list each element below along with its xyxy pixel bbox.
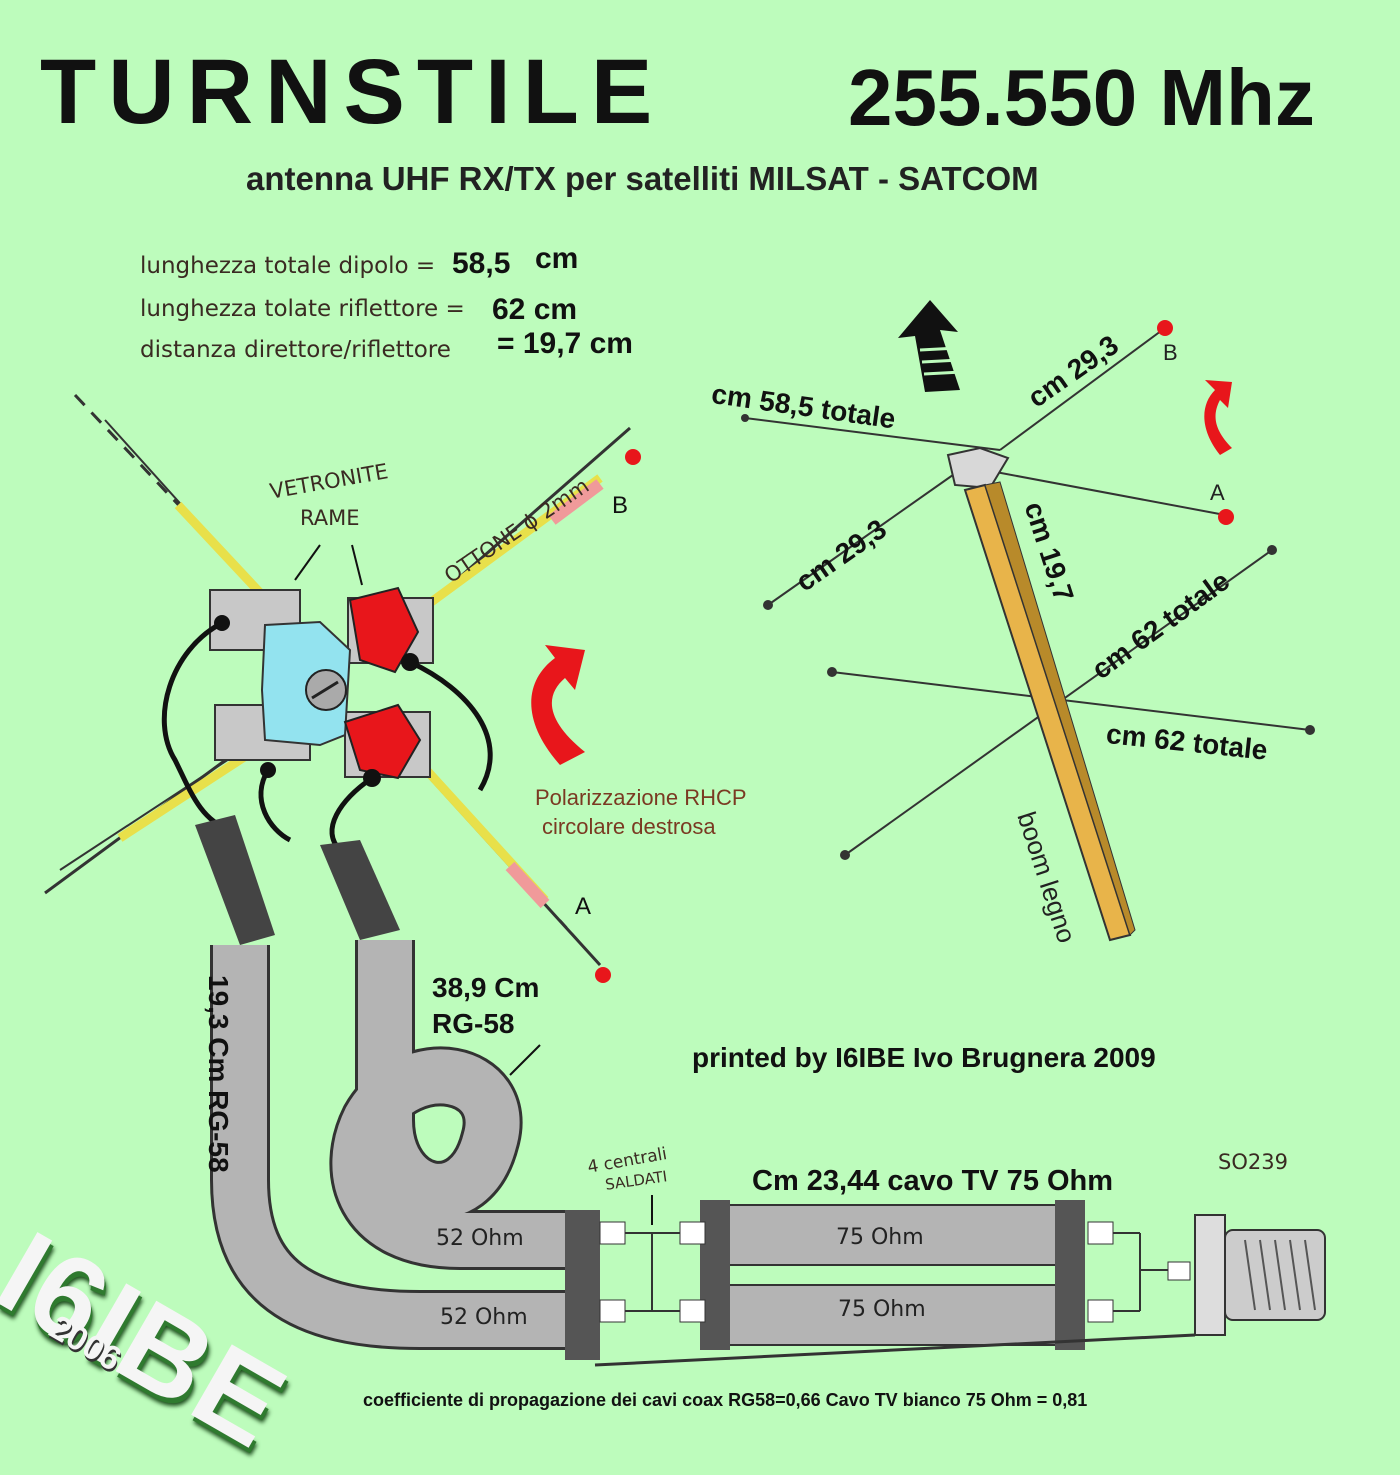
left-point-a: A	[575, 893, 592, 920]
dipole-length-label: lunghezza totale dipolo =	[140, 253, 436, 279]
left-point-a-dot	[595, 967, 611, 983]
coax-cables	[195, 815, 565, 1350]
connector-label: SO239	[1218, 1150, 1288, 1174]
right-dipole	[744, 327, 1226, 606]
ohm52-bottom: 52 Ohm	[440, 1305, 528, 1330]
right-point-b-dot	[1157, 320, 1173, 336]
ohm75-bottom: 75 Ohm	[838, 1297, 926, 1322]
reflector-length-value: 62 cm	[492, 293, 578, 326]
right-feed-plate	[946, 446, 1010, 490]
short-cable-type: RG-58	[432, 1008, 515, 1039]
spacing-label: distanza direttore/riflettore	[140, 337, 451, 363]
dipole-length-unit: cm	[535, 242, 579, 275]
turnstile-diagram	[44, 300, 1326, 1367]
feed-block	[209, 586, 434, 787]
tv-cable-label: Cm 23,44 cavo TV 75 Ohm	[752, 1165, 1114, 1197]
reflector-length-label: lunghezza tolate riflettore =	[140, 296, 465, 322]
subtitle: antenna UHF RX/TX per satelliti MILSAT -…	[246, 160, 1039, 197]
right-point-b: B	[1163, 340, 1178, 365]
polarization-line1: Polarizzazione RHCP	[535, 785, 747, 810]
dipole-length-value: 58,5	[452, 247, 511, 280]
pointer-arrows	[294, 544, 653, 1225]
left-point-b: B	[612, 492, 629, 519]
polarization-line2: circolare destrosa	[542, 814, 716, 839]
wooden-boom	[963, 481, 1136, 942]
rame-label: RAME	[300, 506, 360, 530]
harness	[565, 1200, 1326, 1367]
rhcp-arrow	[531, 645, 585, 765]
credit: printed by I6IBE Ivo Brugnera 2009	[692, 1042, 1156, 1073]
long-cable-label: 19,3 Cm RG-58	[203, 975, 234, 1173]
left-point-b-dot	[625, 449, 641, 465]
right-point-a: A	[1210, 480, 1225, 505]
spacing-value: = 19,7 cm	[497, 327, 633, 360]
short-cable-length: 38,9 Cm	[432, 972, 540, 1003]
ohm75-top: 75 Ohm	[836, 1225, 924, 1250]
ohm52-top: 52 Ohm	[436, 1226, 524, 1251]
right-point-a-dot	[1218, 509, 1234, 525]
frequency: 255.550 Mhz	[848, 53, 1315, 142]
left-dipole-elements	[44, 393, 631, 967]
right-rotation-arrow	[1204, 380, 1232, 455]
page-title: TURNSTILE	[40, 41, 665, 143]
direction-arrow	[898, 300, 963, 392]
footer-note: coefficiente di propagazione dei cavi co…	[363, 1390, 1088, 1410]
